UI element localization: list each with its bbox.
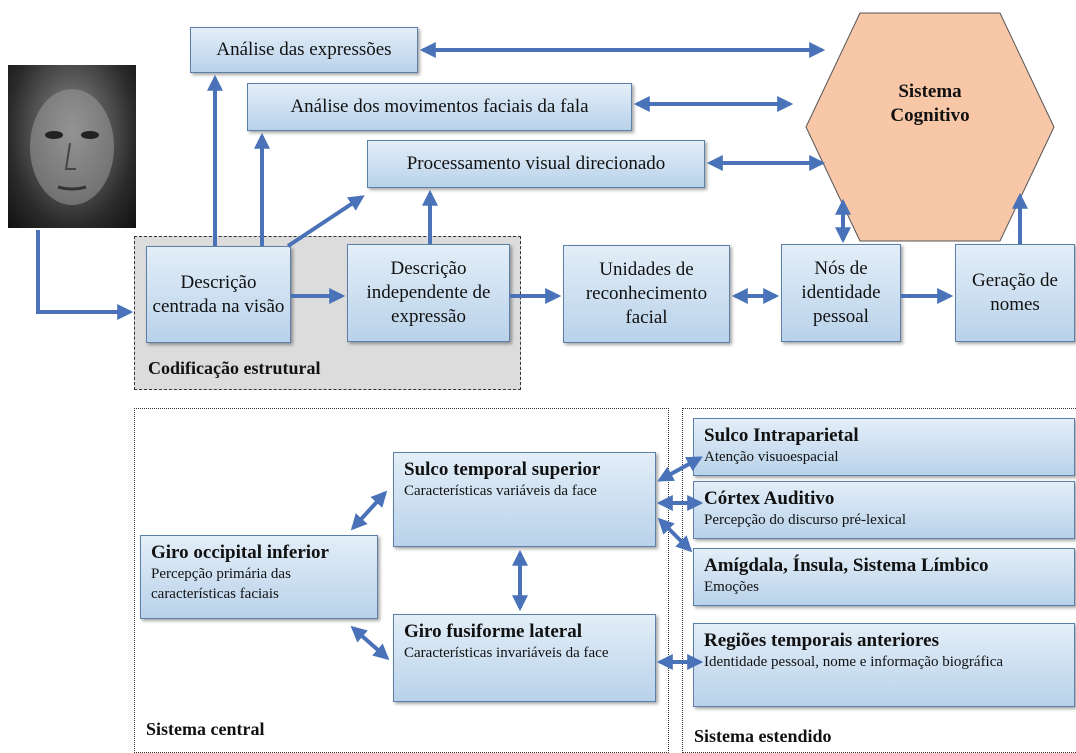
speech-analysis-box: Análise dos movimentos faciais da fala <box>247 83 632 131</box>
arrow-view-to-directed <box>286 195 365 248</box>
auditory-desc: Percepção do discurso pré-lexical <box>704 512 906 528</box>
structural-encoding-label: Codificação estrutural <box>148 358 321 378</box>
superior-temporal-sulcus-box: Sulco temporal superior Características … <box>393 452 656 547</box>
lateral-fusiform-gyrus-box: Giro fusiforme lateral Características i… <box>393 614 656 702</box>
view-centered-description-box: Descrição centrada na visão <box>146 246 291 343</box>
limbic-desc: Emoções <box>704 579 759 595</box>
arrow-sts-ips <box>657 456 703 482</box>
face-silhouette <box>30 89 114 205</box>
ofa-desc: Percepção primária das características f… <box>151 566 291 602</box>
expression-independent-description-box: Descrição independente de expressão <box>347 244 510 342</box>
ips-desc: Atenção visuoespacial <box>704 449 839 465</box>
face-recognition-units-box: Unidades de reconhecimento facial <box>563 245 730 343</box>
arrow-ofa-sts <box>350 490 388 531</box>
sts-title: Sulco temporal superior <box>404 459 601 480</box>
auditory-title: Córtex Auditivo <box>704 488 835 509</box>
ffa-desc: Características invariáveis da face <box>404 645 609 661</box>
cognitive-system-label: Sistema Cognitivo <box>890 81 970 126</box>
auditory-cortex-box: Córtex Auditivo Percepção do discurso pr… <box>693 481 1075 539</box>
extended-system-label: Sistema estendido <box>694 726 832 746</box>
anterior-temporal-desc: Identidade pessoal, nome e informação bi… <box>704 654 1004 670</box>
cognitive-system-hexagon <box>805 12 1055 242</box>
limbic-title: Amígdala, Ínsula, Sistema Límbico <box>704 555 989 576</box>
arrow-sts-limbic <box>657 517 693 553</box>
ffa-title: Giro fusiforme lateral <box>404 621 582 642</box>
core-system-label: Sistema central <box>146 719 265 739</box>
inferior-occipital-gyrus-box: Giro occipital inferior Percepção primár… <box>140 535 378 619</box>
person-identity-nodes-box: Nós de identidade pessoal <box>781 244 901 342</box>
ips-title: Sulco Intraparietal <box>704 425 859 446</box>
face-photo <box>8 65 136 228</box>
name-generation-box: Geração de nomes <box>955 244 1075 342</box>
directed-visual-processing-box: Processamento visual direcionado <box>367 140 705 188</box>
expression-analysis-box: Análise das expressões <box>190 27 418 73</box>
sts-desc: Características variáveis da face <box>404 483 597 499</box>
ofa-title: Giro occipital inferior <box>151 542 329 563</box>
anterior-temporal-title: Regiões temporais anteriores <box>704 630 939 651</box>
limbic-system-box: Amígdala, Ínsula, Sistema Límbico Emoçõe… <box>693 548 1075 606</box>
arrow-ofa-ffa <box>350 625 390 661</box>
arrow-photo-to-view <box>36 230 134 320</box>
intraparietal-sulcus-box: Sulco Intraparietal Atenção visuoespacia… <box>693 418 1075 476</box>
